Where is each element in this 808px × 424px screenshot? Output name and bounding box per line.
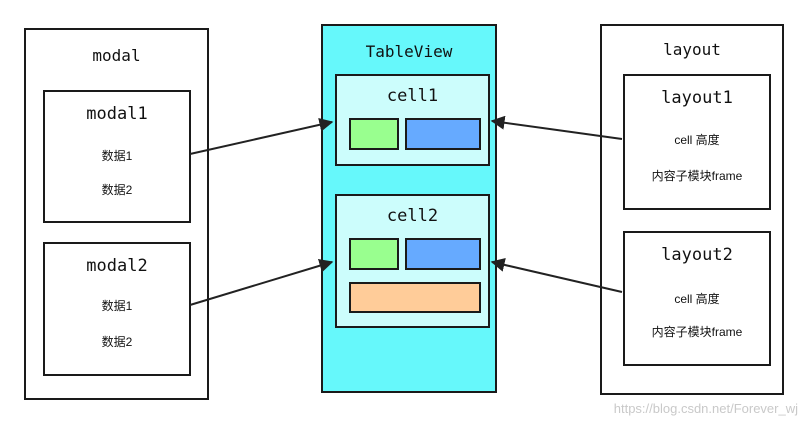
cell2-green-block	[349, 238, 399, 270]
arrow-modal2-to-cell2	[189, 258, 334, 306]
watermark: https://blog.csdn.net/Forever_wj	[613, 401, 798, 416]
modal2-row-1: 数据1	[101, 299, 133, 313]
cell2-orange-block	[349, 282, 481, 313]
cell2-blue-block	[405, 238, 481, 270]
cell1-box: cell1	[335, 74, 490, 166]
layout2-box: layout2 cell 高度 内容子模块frame	[623, 231, 771, 366]
layout-title: layout	[663, 40, 721, 59]
arrow-layout2-to-cell2	[490, 258, 623, 293]
layout1-title: layout1	[661, 88, 733, 108]
cell2-title: cell2	[386, 206, 439, 226]
tableview-panel: TableView cell1 cell2	[321, 24, 497, 393]
modal2-row-2: 数据2	[101, 335, 133, 349]
layout1-row-1: cell 高度	[674, 133, 720, 147]
cell1-green-block	[349, 118, 399, 150]
arrow-modal1-to-cell1	[189, 117, 334, 155]
layout-panel: layout layout1 cell 高度 内容子模块frame layout…	[600, 24, 784, 395]
cell2-box: cell2	[335, 194, 490, 328]
cell1-title: cell1	[386, 86, 439, 106]
layout1-row-2: 内容子模块frame	[651, 169, 743, 183]
arrow-layout1-to-cell1	[490, 115, 623, 140]
layout2-title: layout2	[661, 245, 733, 265]
modal1-row-2: 数据2	[101, 183, 133, 197]
modal2-box: modal2 数据1 数据2	[43, 242, 191, 376]
modal1-title: modal1	[86, 104, 148, 124]
modal-title: modal	[92, 46, 141, 65]
layout2-row-2: 内容子模块frame	[651, 325, 743, 339]
tableview-title: TableView	[365, 42, 453, 61]
modal1-box: modal1 数据1 数据2	[43, 90, 191, 223]
layout2-row-1: cell 高度	[674, 292, 720, 306]
modal1-row-1: 数据1	[101, 149, 133, 163]
modal-panel: modal modal1 数据1 数据2 modal2 数据1 数据2	[24, 28, 209, 400]
modal2-title: modal2	[86, 256, 148, 276]
cell1-blue-block	[405, 118, 481, 150]
layout1-box: layout1 cell 高度 内容子模块frame	[623, 74, 771, 210]
